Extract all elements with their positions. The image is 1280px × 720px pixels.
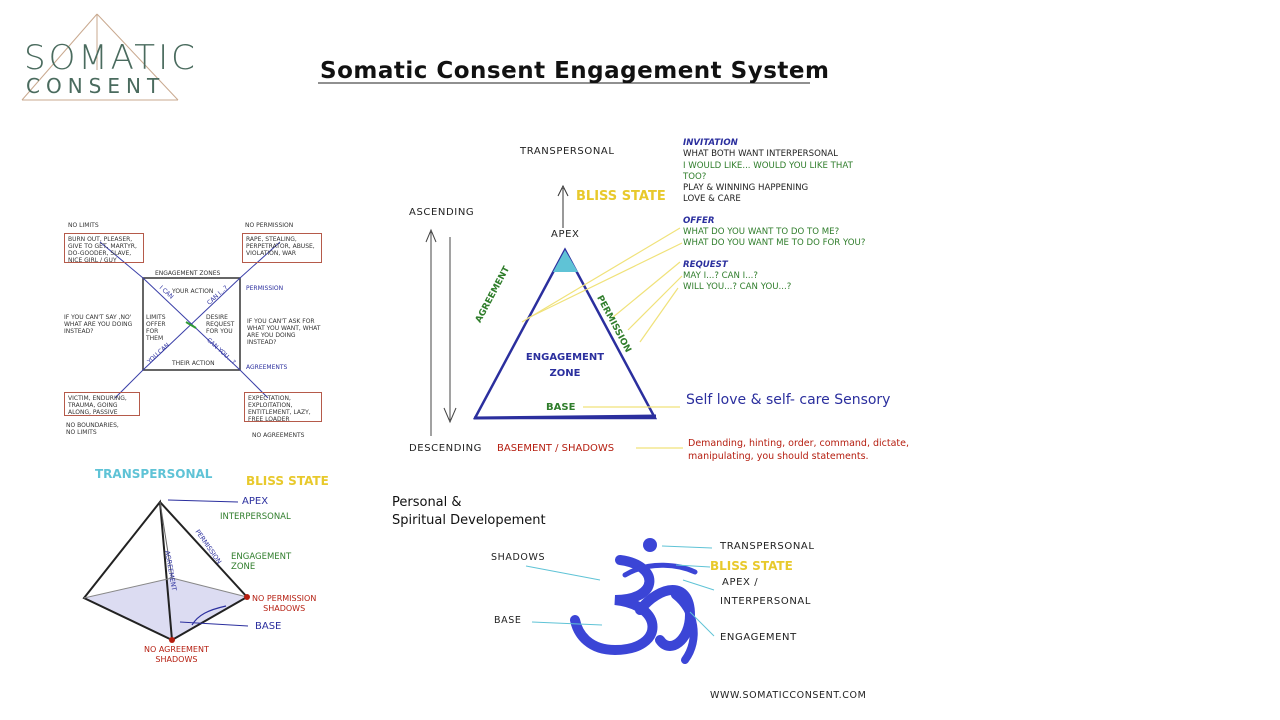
pyramid-transpersonal-label: TRANSPERSONAL xyxy=(95,467,213,481)
no-permission-label: NO PERMISSION xyxy=(245,222,294,229)
their-action-label: THEIR ACTION xyxy=(172,360,215,367)
engagement-zone-line-1: ENGAGEMENT xyxy=(525,352,605,363)
om-engagement-label: ENGAGEMENT xyxy=(720,632,797,643)
your-action-label: YOUR ACTION xyxy=(172,288,214,295)
limits-label: LIMITS OFFER FOR THEM xyxy=(146,314,166,342)
om-shadows-label: SHADOWS xyxy=(491,552,546,563)
descending-label: DESCENDING xyxy=(409,443,483,454)
pyramid-interpersonal-label: INTERPERSONAL xyxy=(220,512,291,522)
engagement-zones-diagram xyxy=(99,241,281,399)
om-interpersonal-label: INTERPERSONAL xyxy=(720,596,812,607)
demanding-text: Demanding, hinting, order, command, dict… xyxy=(688,437,909,463)
om-heading: Personal & Spiritual Developement xyxy=(392,494,546,530)
pyramid-no-agreement-label: NO AGREEMENT SHADOWS xyxy=(144,645,209,665)
offer-heading: OFFER xyxy=(683,215,715,226)
website-footer: WWW.SOMATICCONSENT.COM xyxy=(710,690,867,701)
invitation-line-1: WHAT BOTH WANT INTERPERSONAL xyxy=(683,149,838,160)
apex-label: APEX xyxy=(551,229,580,240)
om-connectors xyxy=(525,545,715,637)
victim-box: VICTIM, ENDURING, TRAUMA, GOING ALONG, P… xyxy=(64,392,140,416)
invitation-heading: INVITATION xyxy=(683,138,738,148)
om-transpersonal-label: TRANSPERSONAL xyxy=(720,541,815,552)
request-heading: REQUEST xyxy=(683,259,728,270)
desire-label: DESIRE REQUEST FOR YOU xyxy=(206,314,235,335)
pyramid-engagement-zone-label: ENGAGEMENT ZONE xyxy=(231,552,291,572)
rape-box: RAPE, STEALING, PERPETRATOR, ABUSE, VIOL… xyxy=(242,233,322,263)
offer-line-2: WHAT DO YOU WANT ME TO DO FOR YOU? xyxy=(683,238,866,249)
pyramid-no-agreement-line-2: SHADOWS xyxy=(155,655,198,664)
logo-line-2: CONSENT xyxy=(26,74,166,98)
agreements-zone-label: AGREEMENTS xyxy=(246,364,288,371)
demanding-line-2: manipulating, you should statements. xyxy=(688,451,869,462)
logo-diamond xyxy=(21,13,179,101)
logo-line-1: SOMATIC xyxy=(24,38,198,78)
om-bliss-state-label: BLISS STATE xyxy=(710,559,793,573)
om-heading-line-1: Personal & xyxy=(392,495,462,510)
pyramid-no-permission-line-2: SHADOWS xyxy=(263,604,306,613)
bliss-state-label: BLISS STATE xyxy=(576,189,666,204)
offer-line-1: WHAT DO YOU WANT TO DO TO ME? xyxy=(683,227,840,238)
pyramid-no-permission-line-1: NO PERMISSION xyxy=(252,594,317,603)
pyramid-no-agreement-line-1: NO AGREEMENT xyxy=(144,645,209,654)
pyramid-no-permission-label: NO PERMISSION SHADOWS xyxy=(252,594,316,614)
cant-ask-label: IF YOU CAN'T ASK FOR WHAT YOU WANT, WHAT… xyxy=(247,318,321,346)
page-title: Somatic Consent Engagement System xyxy=(320,58,830,84)
pyramid-bliss-state-label: BLISS STATE xyxy=(246,474,329,488)
bliss-arrow xyxy=(557,184,569,228)
no-boundaries-label: NO BOUNDARIES, NO LIMITS xyxy=(66,422,119,436)
pyramid-engagement-line-2: ZONE xyxy=(231,562,256,572)
pyramid-engagement-line-1: ENGAGEMENT xyxy=(231,552,292,562)
om-symbol xyxy=(570,538,698,664)
pyramid xyxy=(82,499,250,643)
engagement-zones-title: ENGAGEMENT ZONES xyxy=(155,270,221,277)
self-love-label: Self love & self- care Sensory xyxy=(686,392,891,408)
engagement-zone-line-2: ZONE xyxy=(549,368,581,379)
logo: SOMATIC CONSENT xyxy=(24,40,198,96)
notes-column: INVITATION WHAT BOTH WANT INTERPERSONAL … xyxy=(683,138,865,294)
pyramid-base-label: BASE xyxy=(255,621,282,632)
invitation-line-5: LOVE & CARE xyxy=(683,194,741,205)
no-limits-label: NO LIMITS xyxy=(68,222,99,229)
ascending-label: ASCENDING xyxy=(409,207,475,218)
permission-zone-label: PERMISSION xyxy=(246,285,284,292)
connector-lines xyxy=(521,227,683,449)
om-apex-label: APEX / xyxy=(722,577,759,588)
burnout-box: BURN OUT, PLEASER, GIVE TO GET, MARTYR, … xyxy=(64,233,144,264)
invitation-line-2: I WOULD LIKE... WOULD YOU LIKE THAT xyxy=(683,160,853,171)
om-base-label: BASE xyxy=(494,615,522,626)
request-line-1: MAY I...? CAN I...? xyxy=(683,270,758,281)
invitation-line-4: PLAY & WINNING HAPPENING xyxy=(683,183,809,194)
transpersonal-label: TRANSPERSONAL xyxy=(520,146,615,157)
cant-say-no-label: IF YOU CAN'T SAY ,NO' WHAT ARE YOU DOING… xyxy=(64,314,133,335)
basement-shadows-label: BASEMENT / SHADOWS xyxy=(497,443,615,454)
main-triangle xyxy=(472,247,658,420)
invitation-line-3: TOO? xyxy=(683,171,707,182)
no-agreements-label: NO AGREEMENTS xyxy=(252,432,305,439)
ascending-descending-arrows xyxy=(425,228,457,436)
pyramid-apex-label: APEX xyxy=(242,496,269,507)
engagement-zone-label: ENGAGEMENT ZONE xyxy=(524,352,606,379)
demanding-line-1: Demanding, hinting, order, command, dict… xyxy=(688,438,910,449)
base-label: BASE xyxy=(546,402,576,413)
request-line-2: WILL YOU...? CAN YOU...? xyxy=(683,282,792,293)
expectation-box: EXPECTATION, EXPLOITATION, ENTITLEMENT, … xyxy=(244,392,322,423)
om-heading-line-2: Spiritual Developement xyxy=(392,513,546,528)
